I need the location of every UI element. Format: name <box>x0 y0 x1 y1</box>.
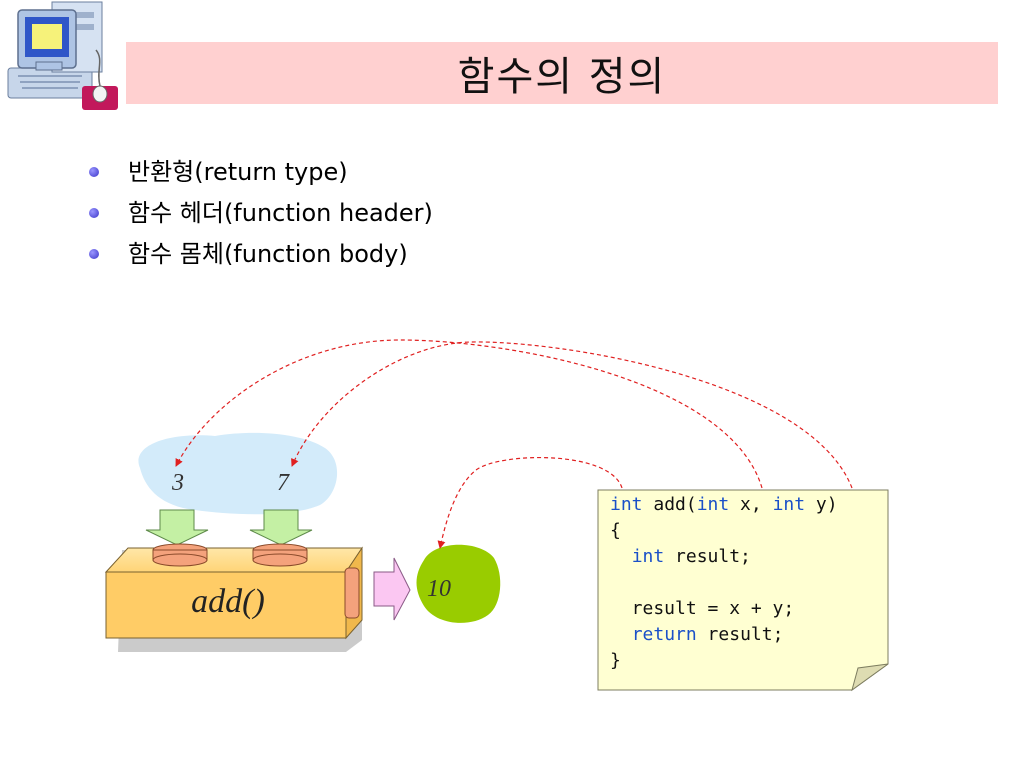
code-block: int add(int x, int y) { int result; resu… <box>610 492 838 674</box>
code-text: result; <box>664 546 751 567</box>
code-text: y) <box>805 494 838 515</box>
code-keyword: return <box>632 624 697 645</box>
input-cloud <box>138 433 337 514</box>
code-indent <box>610 624 632 645</box>
code-keyword: int <box>773 494 806 515</box>
arrow-return-to-output <box>440 458 622 548</box>
code-text: result; <box>697 624 784 645</box>
arrow-header-to-input-y <box>292 342 852 488</box>
code-line: int add(int x, int y) <box>610 494 838 515</box>
code-line: result = x + y; <box>610 598 794 619</box>
down-arrow-icon <box>250 510 312 545</box>
right-arrow-icon <box>374 558 410 620</box>
code-text: x, <box>729 494 772 515</box>
code-line: } <box>610 650 621 671</box>
code-text: add( <box>643 494 697 515</box>
code-keyword: int <box>632 546 665 567</box>
code-line: return result; <box>610 624 783 645</box>
input-value-3: 3 <box>171 470 184 496</box>
input-value-7: 7 <box>277 470 290 496</box>
code-line: { <box>610 520 621 541</box>
code-keyword: int <box>610 494 643 515</box>
function-label: add() <box>191 583 265 620</box>
code-keyword: int <box>697 494 730 515</box>
output-value-10: 10 <box>427 576 451 602</box>
down-arrow-icon <box>146 510 208 545</box>
code-line: int result; <box>610 546 751 567</box>
code-indent <box>610 546 632 567</box>
